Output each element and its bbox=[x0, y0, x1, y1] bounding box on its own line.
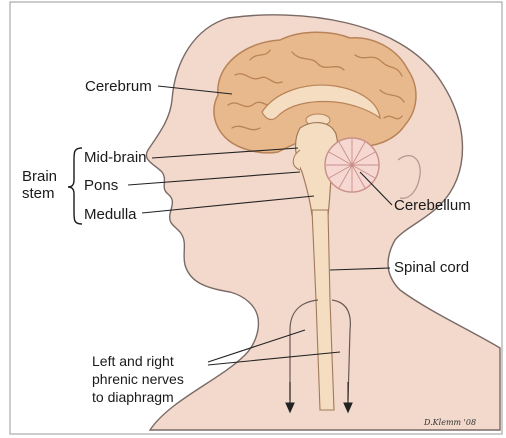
brain-stem-brace bbox=[68, 148, 82, 224]
label-cerebrum: Cerebrum bbox=[85, 78, 152, 95]
label-pons: Pons bbox=[84, 177, 118, 194]
label-phrenic-line1: Left and right bbox=[92, 352, 184, 370]
label-phrenic-line2: phrenic nerves bbox=[92, 370, 184, 388]
label-spinal-cord: Spinal cord bbox=[394, 259, 469, 276]
label-brain-stem-line2: stem bbox=[22, 185, 57, 202]
label-medulla: Medulla bbox=[84, 206, 137, 223]
label-mid-brain: Mid-brain bbox=[84, 149, 147, 166]
label-brain-stem: Brain stem bbox=[22, 168, 57, 202]
label-phrenic-nerves: Left and right phrenic nerves to diaphra… bbox=[92, 352, 184, 406]
label-phrenic-line3: to diaphragm bbox=[92, 388, 184, 406]
label-brain-stem-line1: Brain bbox=[22, 168, 57, 185]
artist-signature: D.Klemm '08 bbox=[424, 418, 476, 427]
label-cerebellum: Cerebellum bbox=[394, 197, 471, 214]
